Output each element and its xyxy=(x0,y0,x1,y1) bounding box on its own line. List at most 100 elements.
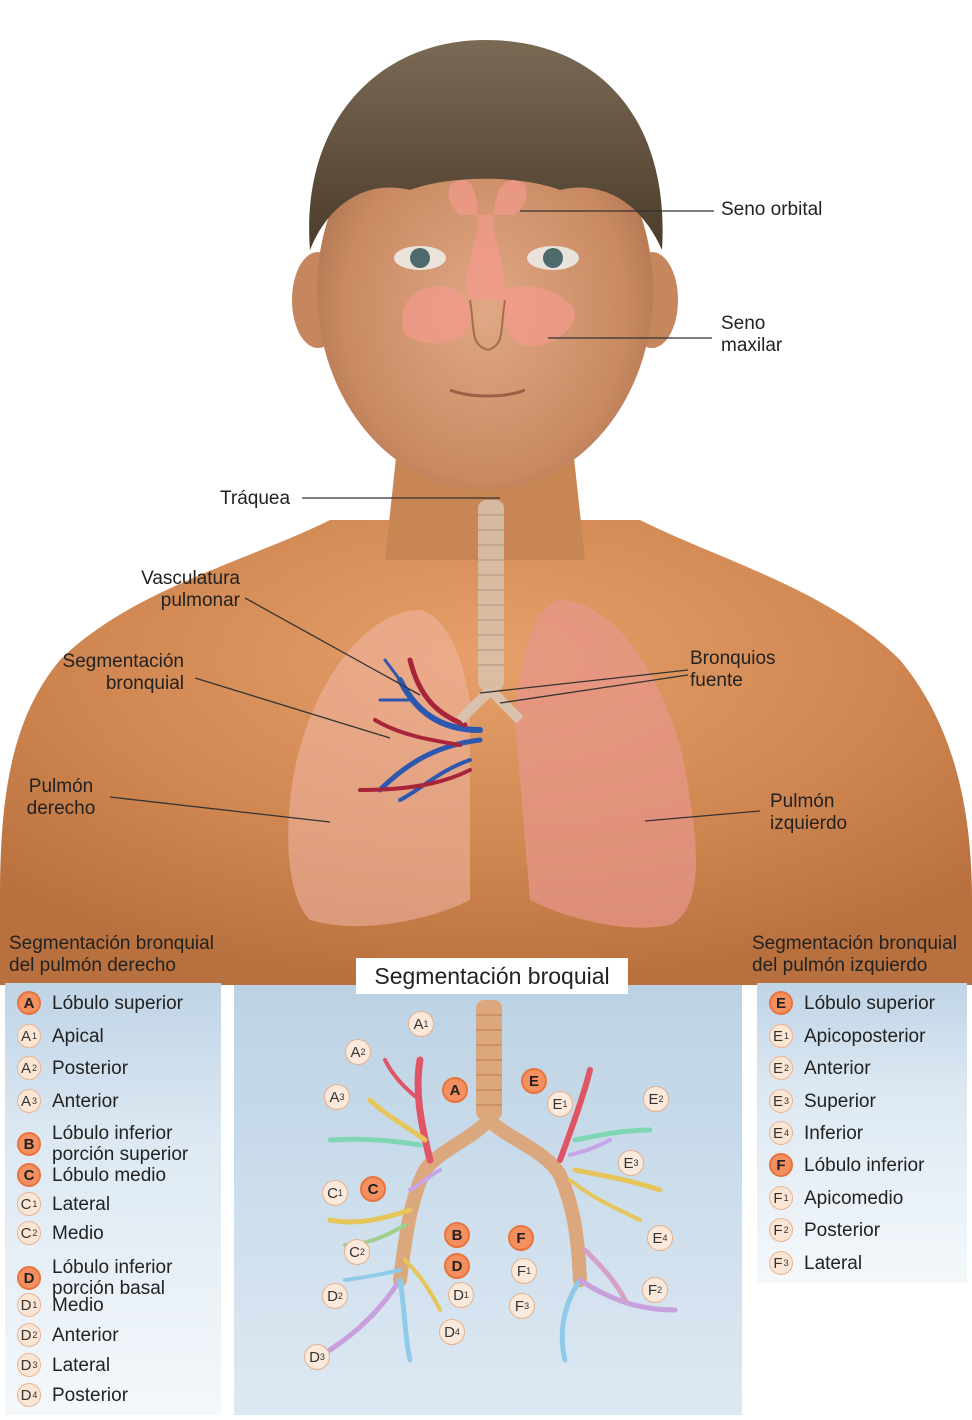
legend-badge: F2 xyxy=(769,1218,793,1242)
tree-badge-letter: C xyxy=(327,1185,338,1202)
right-iris xyxy=(543,248,563,268)
legend-row: D3Lateral xyxy=(17,1353,110,1377)
tree-badge-sup: 1 xyxy=(464,1290,469,1300)
label-pulmon-derecho-line1: Pulmón xyxy=(24,776,98,798)
legend-badge-letter: C xyxy=(21,1196,32,1213)
legend-badge-letter: F xyxy=(773,1255,782,1272)
tree-badge-letter: D xyxy=(327,1288,338,1305)
legend-badge-letter: D xyxy=(21,1297,32,1314)
tree-badge-letter: F xyxy=(515,1298,524,1315)
legend-row-text-line: Medio xyxy=(52,1295,104,1316)
label-vasculatura-line2: pulmonar xyxy=(136,590,240,612)
tree-badge-sup: 2 xyxy=(360,1247,365,1257)
right-legend-title-line2: del pulmón izquierdo xyxy=(752,955,957,977)
legend-row-text-line: Anterior xyxy=(52,1325,119,1346)
tree-badge-letter: E xyxy=(623,1155,633,1172)
tree-badge-letter: F xyxy=(516,1230,525,1247)
tree-badge-letter: D xyxy=(309,1349,320,1366)
legend-row-text: Lateral xyxy=(52,1355,110,1376)
tree-badge-letter: A xyxy=(350,1044,360,1061)
legend-row-text-line: Inferior xyxy=(804,1123,863,1144)
tree-badge: D xyxy=(444,1253,470,1279)
legend-badge-sup: 4 xyxy=(784,1128,789,1138)
tree-badge: F xyxy=(508,1225,534,1251)
legend-row-text: Apicoposterior xyxy=(804,1026,925,1047)
legend-badge-letter: A xyxy=(21,1093,31,1110)
tree-badge: D3 xyxy=(304,1344,330,1370)
tree-badge-letter: A xyxy=(450,1082,461,1099)
legend-badge: F1 xyxy=(769,1186,793,1210)
legend-badge-sup: 1 xyxy=(32,1031,37,1041)
legend-row: D4Posterior xyxy=(17,1383,128,1407)
tree-badge-letter: C xyxy=(368,1181,379,1198)
legend-row-text: Inferior xyxy=(804,1123,863,1144)
legend-row: A2Posterior xyxy=(17,1056,128,1080)
legend-badge-letter: E xyxy=(773,1028,783,1045)
tree-badge-sup: 2 xyxy=(659,1094,664,1104)
legend-badge-sup: 2 xyxy=(32,1330,37,1340)
legend-badge-letter: A xyxy=(24,995,35,1012)
legend-badge-sup: 3 xyxy=(784,1258,789,1268)
legend-row: C1Lateral xyxy=(17,1192,110,1216)
legend-row: ALóbulo superior xyxy=(17,991,183,1015)
legend-row-text: Anterior xyxy=(52,1325,119,1346)
legend-row: E Lóbulo superior xyxy=(769,991,935,1015)
label-segmentacion-line2: bronquial xyxy=(56,673,184,695)
legend-row-text-line: Lóbulo superior xyxy=(804,993,935,1014)
legend-badge-letter: C xyxy=(21,1225,32,1242)
left-legend-panel: ALóbulo superiorA1ApicalA2PosteriorA3Ant… xyxy=(5,983,221,1415)
legend-row-text: Lóbulo superior xyxy=(804,993,935,1014)
legend-row-text-line: Lóbulo inferior xyxy=(52,1123,188,1144)
legend-row-text: Posterior xyxy=(52,1058,128,1079)
legend-row-text: Lóbulo inferior xyxy=(804,1155,924,1176)
legend-badge-sup: 1 xyxy=(784,1031,789,1041)
tree-badge-letter: A xyxy=(329,1089,339,1106)
legend-badge-letter: F xyxy=(773,1190,782,1207)
legend-badge: B xyxy=(17,1132,41,1156)
legend-row-text-line: Posterior xyxy=(52,1385,128,1406)
left-legend-title-line1: Segmentación bronquial xyxy=(9,933,214,955)
label-seno-maxilar: Seno maxilar xyxy=(721,313,782,357)
tree-badge-letter: D xyxy=(444,1324,455,1341)
legend-badge-letter: E xyxy=(773,1093,783,1110)
label-seno-orbital: Seno orbital xyxy=(721,199,822,221)
label-seno-maxilar-line1: Seno xyxy=(721,313,782,335)
legend-row-text-line: porción superior xyxy=(52,1144,188,1165)
tree-badge-sup: 2 xyxy=(338,1291,343,1301)
tree-badge-sup: 2 xyxy=(657,1285,662,1295)
legend-row: FLóbulo inferior xyxy=(769,1153,924,1177)
label-bronquios: Bronquios fuente xyxy=(690,648,776,692)
legend-badge-letter: C xyxy=(24,1167,35,1184)
legend-row-text-line: Lóbulo medio xyxy=(52,1165,166,1186)
legend-row: B Lóbulo inferiorporción superior xyxy=(17,1123,188,1165)
tree-badge: E3 xyxy=(618,1150,644,1176)
tree-badge-sup: 1 xyxy=(338,1188,343,1198)
legend-row-text: Lateral xyxy=(804,1253,862,1274)
legend-badge: C xyxy=(17,1163,41,1187)
legend-row-text-line: Lateral xyxy=(52,1194,110,1215)
label-pulmon-derecho-line2: derecho xyxy=(24,798,98,820)
legend-row-text-line: Lateral xyxy=(52,1355,110,1376)
legend-row-text: Medio xyxy=(52,1223,104,1244)
legend-badge: E xyxy=(769,991,793,1015)
legend-row-text-line: Apicomedio xyxy=(804,1188,903,1209)
legend-row-text-line: Medio xyxy=(52,1223,104,1244)
legend-badge-letter: A xyxy=(21,1028,31,1045)
legend-row-text-line: Lóbulo inferior xyxy=(804,1155,924,1176)
tree-badge-letter: A xyxy=(413,1016,423,1033)
legend-row-text: Posterior xyxy=(52,1385,128,1406)
